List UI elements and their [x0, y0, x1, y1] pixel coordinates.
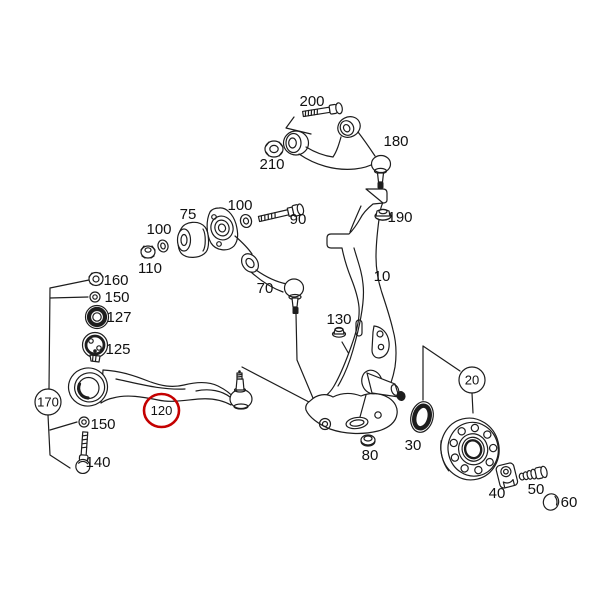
assembly-circle-20-lines: [422, 345, 486, 414]
part-label-80: 80: [362, 447, 379, 464]
part-label-90: 90: [290, 211, 307, 228]
seal-ring-30-drawing: [410, 401, 434, 433]
part-label-40: 40: [489, 485, 506, 502]
part-label-150-upper: 150: [104, 289, 129, 306]
part-label-10: 10: [374, 268, 391, 285]
part-label-170: 170: [37, 395, 59, 410]
part-label-160: 160: [103, 272, 128, 289]
washer-100-upper-drawing: [239, 213, 253, 229]
part-label-127: 127: [106, 309, 131, 326]
clip-nut-40-drawing: [495, 462, 519, 489]
part-label-50: 50: [528, 481, 545, 498]
bolt-140-drawing: [75, 431, 91, 475]
part-labels: 200 210 180 100 90 75 100 110 190 10 160…: [37, 93, 577, 511]
part-label-110: 110: [138, 260, 162, 277]
part-label-30: 30: [405, 437, 422, 454]
tension-strut-70-drawing: [206, 207, 305, 314]
upper-control-arm-180-drawing: [282, 116, 392, 189]
wheel-hub-20-drawing: [440, 417, 500, 481]
part-label-150-lower: 150: [90, 416, 115, 433]
bushing-75-drawing: [176, 221, 210, 258]
part-label-100-left: 100: [146, 221, 171, 238]
cap-60-drawing: [542, 493, 560, 511]
part-label-120-highlighted: 120: [151, 403, 173, 418]
nut-160-drawing: [88, 271, 104, 287]
part-label-20: 20: [465, 373, 479, 388]
nut-190-drawing: [374, 208, 392, 221]
washer-150-lower-drawing: [78, 416, 90, 428]
nut-210-drawing: [264, 140, 284, 158]
bolt-200-drawing: [301, 102, 343, 118]
bushing-127-drawing: [84, 304, 110, 330]
bolt-50-drawing: [518, 465, 548, 481]
part-label-130: 130: [326, 311, 351, 328]
steering-knuckle-10-drawing: [305, 188, 406, 435]
washer-150-upper-drawing: [89, 291, 101, 303]
part-label-190: 190: [387, 209, 412, 226]
nut-110-drawing: [140, 245, 156, 259]
bolt-90-drawing: [257, 203, 305, 223]
washer-100-left-drawing: [157, 239, 169, 253]
part-label-180: 180: [383, 133, 408, 150]
highlight-circle-120: [142, 392, 181, 429]
nut-130-drawing: [331, 326, 347, 338]
nut-80-drawing: [360, 434, 376, 447]
part-label-210: 210: [259, 156, 284, 173]
assembly-circle-20: [458, 366, 486, 394]
part-label-70: 70: [257, 280, 274, 297]
assembly-bracket-170-lines: [34, 279, 90, 469]
part-label-75: 75: [180, 206, 197, 223]
part-label-200: 200: [299, 93, 324, 110]
lower-control-arm-120-drawing: [67, 367, 253, 410]
ball-joint-125-drawing: [81, 331, 109, 363]
part-label-140: 140: [85, 454, 110, 471]
part-label-60: 60: [561, 494, 578, 511]
part-label-100-upper: 100: [227, 197, 252, 214]
part-label-125: 125: [105, 341, 130, 358]
assembly-circle-170: [34, 388, 62, 416]
